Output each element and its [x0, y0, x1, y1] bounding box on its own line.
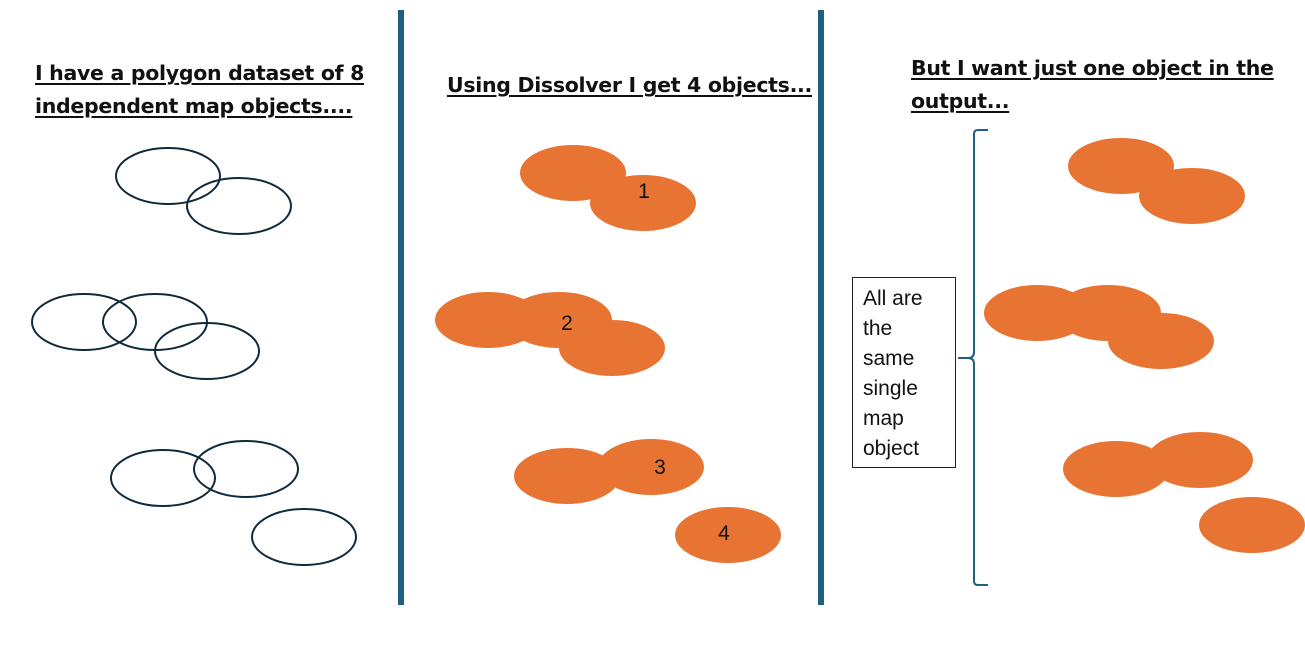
input-polygons	[31, 147, 357, 566]
single-output-object	[984, 138, 1305, 553]
dissolver-title-line: Using Dissolver I get 4 objects...	[447, 73, 813, 97]
input-title-line-1: I have a polygon dataset of 8	[35, 61, 365, 85]
input-polygon	[110, 449, 216, 507]
input-polygon	[31, 293, 137, 351]
curly-bracket	[958, 129, 988, 586]
note-line: single	[863, 377, 918, 400]
input-polygon	[154, 322, 260, 380]
dissolved-object-1: 1	[520, 145, 696, 231]
input-polygon	[115, 147, 221, 205]
annotation-box: All are the same single map object	[852, 277, 956, 468]
desired-title-line-1: But I want just one object in the	[911, 56, 1274, 80]
input-polygon	[251, 508, 357, 566]
dissolved-object-4: 4	[675, 507, 781, 563]
object-label-4: 4	[718, 522, 730, 545]
note-line: object	[863, 437, 920, 460]
desired-title-line-2: output...	[911, 89, 1010, 113]
object-label-2: 2	[561, 312, 573, 335]
dissolved-object-2: 2	[435, 292, 665, 376]
divider-left	[398, 10, 404, 605]
note-line: same	[863, 347, 915, 370]
input-polygon	[193, 440, 299, 498]
input-panel-title: I have a polygon dataset of 8 independen…	[35, 57, 364, 123]
divider-right	[818, 10, 824, 605]
desired-panel-title: But I want just one object in the output…	[911, 52, 1274, 118]
dissolved-object-3: 3	[514, 439, 704, 504]
input-title-line-2: independent map objects....	[35, 94, 353, 118]
dissolver-panel-title: Using Dissolver I get 4 objects...	[447, 69, 812, 102]
object-label-1: 1	[638, 180, 650, 203]
object-label-3: 3	[654, 456, 666, 479]
input-polygon	[102, 293, 208, 351]
note-line: the	[863, 317, 893, 340]
note-line: All are	[863, 287, 923, 310]
note-line: map	[863, 407, 904, 430]
input-polygon	[186, 177, 292, 235]
